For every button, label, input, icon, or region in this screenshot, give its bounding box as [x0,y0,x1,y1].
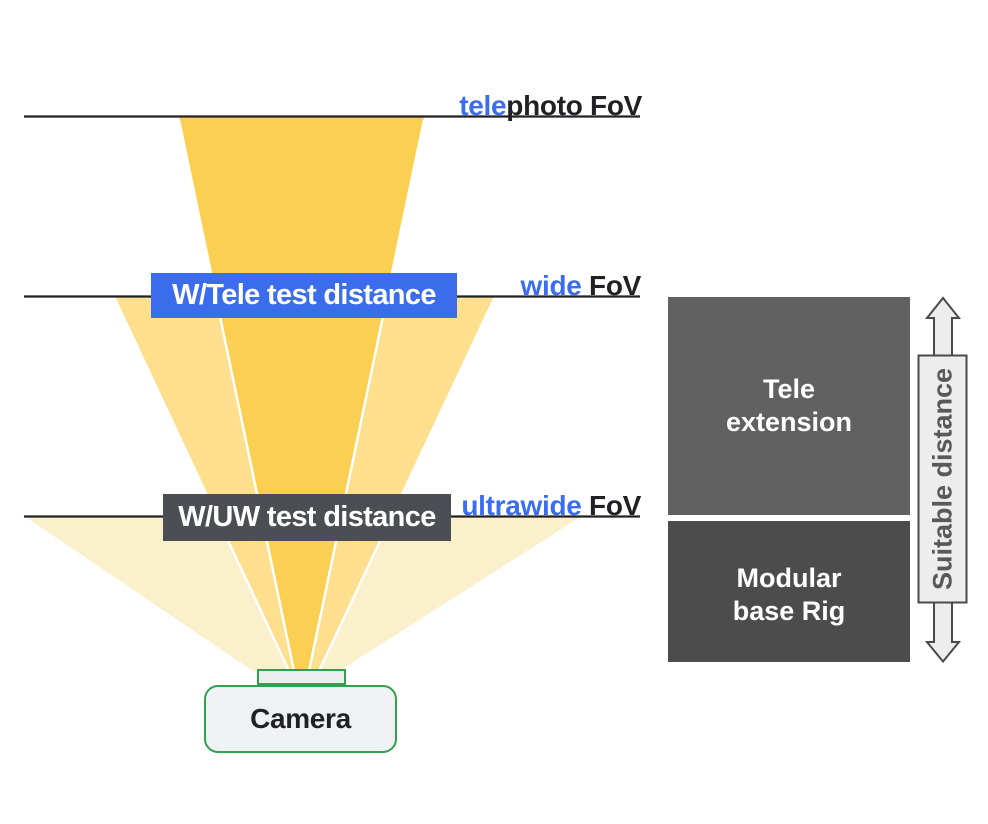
telephoto-fov-label: telephoto FoV [459,90,642,122]
wtele-test-distance-box: W/Tele test distance [151,273,457,318]
modular-base-rig-label-line1: Modular [736,562,842,593]
wide-cone-right-edge [317,298,496,672]
modular-base-rig-label-line2: base Rig [732,595,846,626]
suitable-distance-label: Suitable distance [927,367,958,591]
ultrawide-fov-label-accent: ultrawide [461,490,582,521]
wuw-test-distance-box: W/UW test distance [163,494,451,541]
telephoto-cone [179,117,424,671]
tele-extension-label-line1: Tele [762,374,816,404]
wide-cone-left-edge [113,298,291,672]
camera-label: Camera [250,703,351,734]
camera-lens [257,669,346,685]
telephoto-cone-right-edge [307,119,426,672]
tele-extension-label-line2: extension [725,407,853,437]
wide-fov-label-rest: FoV [581,270,641,301]
ultrawide-fov-label-rest: FoV [581,490,641,521]
telephoto-fov-label-accent: tele [459,90,507,121]
modular-base-rig-box: Modular base Rig [668,521,910,662]
wtele-test-distance-label: W/Tele test distance [172,279,436,311]
wuw-test-distance-label: W/UW test distance [178,501,436,533]
wide-fov-label-accent: wide [520,270,582,301]
ultrawide-fov-label: ultrawide FoV [461,490,641,522]
telephoto-fov-label-rest: photo FoV [506,90,642,121]
telephoto-cone-left-edge [177,119,296,672]
tele-extension-box: Tele extension [668,297,910,515]
suitable-distance-label-box [917,354,968,604]
camera-body: Camera [204,685,397,753]
wide-fov-label: wide FoV [520,270,641,302]
